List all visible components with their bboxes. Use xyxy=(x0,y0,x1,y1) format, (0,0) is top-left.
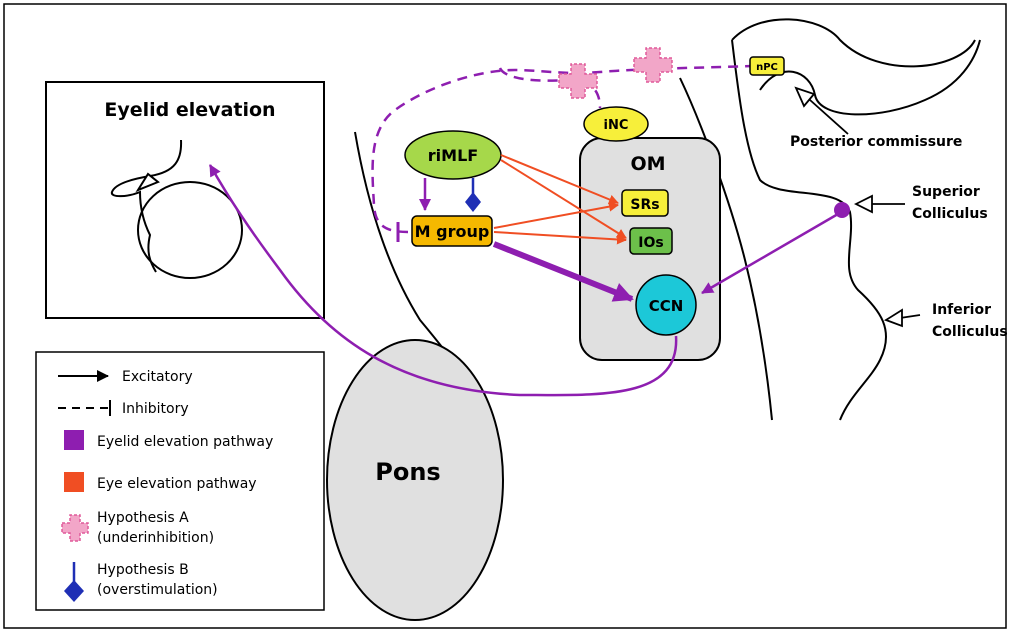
legend: Excitatory Inhibitory Eyelid elevation p… xyxy=(35,351,325,611)
mgroup-to-ccn-arrow xyxy=(492,241,634,302)
brainstem-outline xyxy=(354,18,981,421)
legend-hypB-2: (overstimulation) xyxy=(97,582,218,598)
eye-pathway-swatch xyxy=(64,472,84,492)
srs-label: SRs xyxy=(630,197,659,213)
eyelid-pathway-swatch xyxy=(64,430,84,450)
om-label: OM xyxy=(630,153,665,175)
ccn-label: CCN xyxy=(649,297,684,315)
pons-shape xyxy=(326,339,504,621)
mgroup-label: M group xyxy=(415,222,490,241)
pons: Pons xyxy=(326,339,504,621)
superior-colliculus-label-1: Superior xyxy=(912,184,980,200)
hypothesis-b-icon xyxy=(64,562,84,602)
superior-colliculus-label-2: Colliculus xyxy=(912,206,988,222)
pons-label: Pons xyxy=(375,458,440,486)
inhibitory-icon xyxy=(58,400,111,416)
legend-inhibitory: Inhibitory xyxy=(122,401,189,417)
legend-hypB-1: Hypothesis B xyxy=(97,562,189,578)
sc-to-ccn-arrow xyxy=(701,212,839,295)
hypothesis-b-marker xyxy=(465,178,481,212)
npc-node: nPC xyxy=(749,56,785,76)
posterior-commissure-label: Posterior commissure xyxy=(790,134,962,150)
outer-frame xyxy=(3,3,1007,629)
ios-node: IOs xyxy=(629,227,673,255)
legend-eye-pathway: Eye elevation pathway xyxy=(97,476,257,492)
anatomy-pointers xyxy=(794,86,921,328)
legend-hypA-1: Hypothesis A xyxy=(97,510,189,526)
eyelid-elevation-panel: Eyelid elevation xyxy=(45,81,325,319)
eye-drawing-icon xyxy=(110,139,243,279)
ccn-to-eyelid-arrow xyxy=(208,164,678,397)
srs-node: SRs xyxy=(621,189,669,217)
rimlf-node: riMLF xyxy=(404,130,502,180)
legend-hypA-2: (underinhibition) xyxy=(97,530,214,546)
inc-label: iNC xyxy=(604,118,629,133)
legend-eyelid-pathway: Eyelid elevation pathway xyxy=(97,434,273,450)
inferior-colliculus-label-2: Colliculus xyxy=(932,324,1008,340)
eye-elevation-arrows xyxy=(493,154,627,245)
legend-excitatory: Excitatory xyxy=(122,369,193,385)
hypothesis-a-icon xyxy=(61,514,89,542)
mgroup-node: M group xyxy=(411,215,493,247)
hypothesis-a-marker-1 xyxy=(558,63,598,99)
ios-label: IOs xyxy=(638,235,663,251)
npc-label: nPC xyxy=(756,62,778,73)
ccn-node: CCN xyxy=(635,274,697,336)
eyelid-elevation-title: Eyelid elevation xyxy=(104,99,275,121)
hypothesis-a-marker-2 xyxy=(633,47,673,83)
rimlf-label: riMLF xyxy=(428,146,478,165)
inc-node: iNC xyxy=(583,106,649,142)
inferior-colliculus-label-1: Inferior xyxy=(932,302,991,318)
